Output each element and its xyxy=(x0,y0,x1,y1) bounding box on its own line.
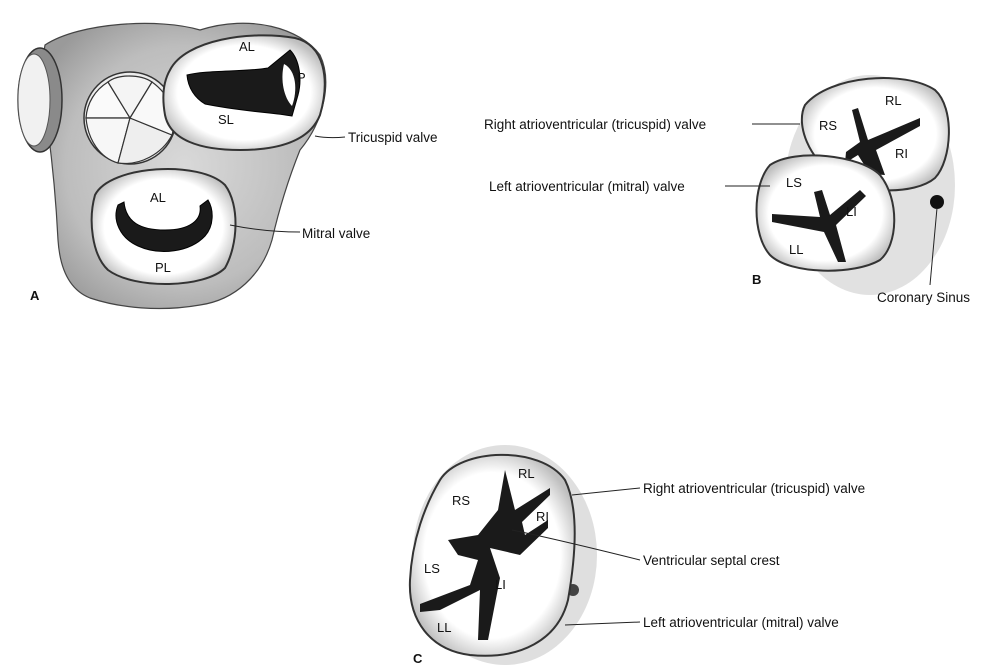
panel-letter-b: B xyxy=(752,272,761,287)
coronary-sinus-opening xyxy=(930,195,944,209)
label-b-ri: RI xyxy=(895,146,908,161)
label-c-ll: LL xyxy=(437,620,451,635)
panel-letter-a: A xyxy=(30,288,40,303)
aorta-lumen xyxy=(18,54,50,146)
leader-tricuspid-a xyxy=(315,136,345,138)
label-c-ri: RI xyxy=(536,509,549,524)
label-a-tricuspid-p: P xyxy=(297,70,306,85)
callout-a-tricuspid: Tricuspid valve xyxy=(348,130,438,145)
label-c-ls: LS xyxy=(424,561,440,576)
panel-b: RS RL RI LS LI LL Right atrioventricular… xyxy=(484,75,970,305)
label-a-tricuspid-al: AL xyxy=(239,39,255,54)
callout-c-left-av: Left atrioventricular (mitral) valve xyxy=(643,615,839,630)
callout-b-coronary-sinus: Coronary Sinus xyxy=(877,290,970,305)
label-a-mitral-al: AL xyxy=(150,190,166,205)
label-b-li: LI xyxy=(846,204,857,219)
label-b-rs: RS xyxy=(819,118,837,133)
leader-c-right-av xyxy=(572,488,640,495)
label-c-rs: RS xyxy=(452,493,470,508)
callout-b-left-av: Left atrioventricular (mitral) valve xyxy=(489,179,685,194)
callout-a-mitral: Mitral valve xyxy=(302,226,370,241)
panel-c: RL RS RI LS LI LL Right atrioventricular… xyxy=(410,445,865,666)
callout-c-septal-crest: Ventricular septal crest xyxy=(643,553,780,568)
panel-letter-c: C xyxy=(413,651,423,666)
label-c-li: LI xyxy=(495,577,506,592)
label-c-rl: RL xyxy=(518,466,535,481)
label-b-ls: LS xyxy=(786,175,802,190)
label-b-rl: RL xyxy=(885,93,902,108)
callout-c-right-av: Right atrioventricular (tricuspid) valve xyxy=(643,481,865,496)
panel-a: AL P SL AL PL Tricuspid valve Mitral val… xyxy=(18,23,438,308)
callout-b-right-av: Right atrioventricular (tricuspid) valve xyxy=(484,117,706,132)
label-a-mitral-pl: PL xyxy=(155,260,171,275)
label-a-tricuspid-sl: SL xyxy=(218,112,234,127)
mitral-valve-b xyxy=(757,155,895,270)
label-b-ll: LL xyxy=(789,242,803,257)
aortic-valve xyxy=(84,72,176,164)
